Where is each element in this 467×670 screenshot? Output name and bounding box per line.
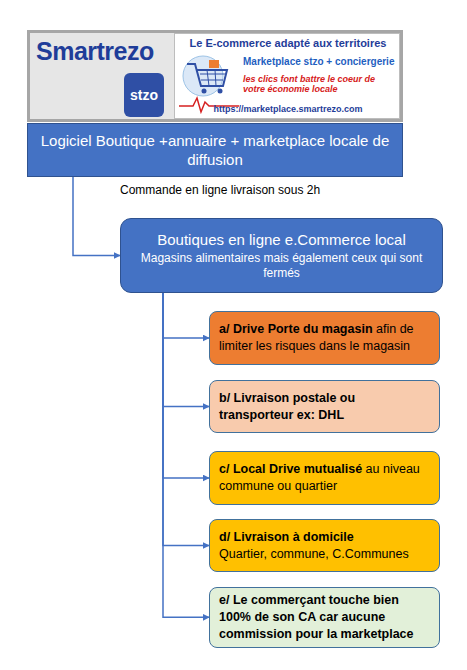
connector	[163, 293, 209, 407]
connector	[163, 293, 209, 617]
banner-subtitle: Marketplace stzo + conciergerie	[243, 56, 397, 67]
banner-panel: stzo Le E-commerce adapté aux territoires…	[27, 30, 403, 122]
connector	[73, 177, 120, 256]
logo-text: stzo	[130, 87, 158, 103]
option-heading: e/ Le commerçant touche bien 100% de son…	[219, 592, 430, 643]
option-body: Quartier, commune, C.Communes	[219, 546, 430, 563]
connector	[163, 293, 209, 546]
logo-icon: stzo	[124, 73, 164, 117]
banner-title: Le E-commerce adapté aux territoires	[179, 37, 397, 49]
connector	[163, 293, 209, 338]
option-heading: a/ Drive Porte du magasin	[219, 322, 373, 336]
software-band: Logiciel Boutique +annuaire + marketplac…	[27, 123, 403, 177]
option-text: c/ Local Drive mutualisé au niveau commu…	[219, 461, 430, 495]
option-heading: c/ Local Drive mutualisé	[219, 462, 362, 476]
banner-url: https://marketplace.smartrezo.com	[179, 104, 397, 114]
option-box: c/ Local Drive mutualisé au niveau commu…	[209, 451, 440, 505]
note-label: Commande en ligne livraison sous 2h	[120, 183, 320, 197]
banner-slogan: les clics font battre le coeur de votre …	[243, 74, 397, 95]
brand-name: Smartrezo	[36, 37, 154, 66]
option-text: a/ Drive Porte du magasin afin de limite…	[219, 321, 430, 355]
option-box: a/ Drive Porte du magasin afin de limite…	[209, 311, 440, 365]
option-heading: b/ Livraison postale ou transporteur ex:…	[219, 390, 430, 424]
shops-box: Boutiques en ligne e.Commerce localMagas…	[120, 218, 443, 293]
option-box: e/ Le commerçant touche bien 100% de son…	[209, 587, 440, 648]
option-heading: d/ Livraison à domicile	[219, 529, 430, 546]
box-subtitle: Magasins alimentaires mais également ceu…	[131, 251, 432, 281]
banner-image: Le E-commerce adapté aux territoiresMark…	[174, 33, 400, 119]
band-text: Logiciel Boutique +annuaire + marketplac…	[38, 131, 392, 170]
option-box: d/ Livraison à domicileQuartier, commune…	[209, 519, 440, 572]
box-title: Boutiques en ligne e.Commerce local	[131, 230, 432, 250]
connector	[163, 293, 209, 478]
option-box: b/ Livraison postale ou transporteur ex:…	[209, 380, 440, 433]
